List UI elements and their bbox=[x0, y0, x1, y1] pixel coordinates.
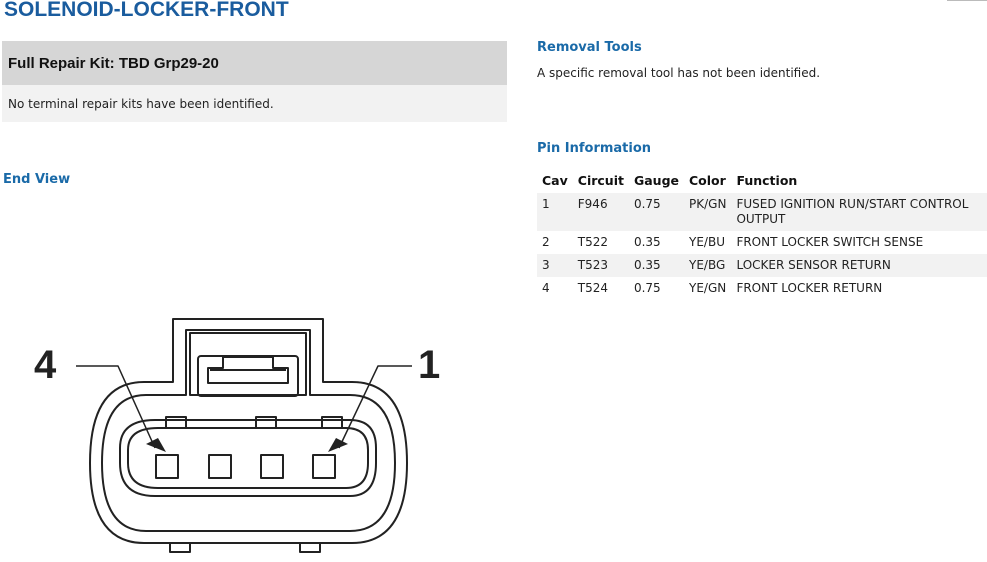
cell-circuit: T523 bbox=[572, 254, 629, 277]
footer-ribs bbox=[169, 543, 321, 553]
cell-color: YE/BG bbox=[684, 254, 732, 277]
cavity-label-1: 1 bbox=[418, 343, 440, 387]
cell-color: PK/GN bbox=[684, 193, 732, 231]
cavity-label-4: 4 bbox=[34, 343, 57, 387]
terminal-cavity-3 bbox=[208, 454, 232, 479]
terminal-cavity-1 bbox=[312, 454, 336, 479]
column-header-gauge: Gauge bbox=[633, 172, 679, 188]
repair-kit-header: Full Repair Kit: TBD Grp29-20 bbox=[2, 41, 507, 85]
cell-color: YE/BU bbox=[689, 235, 725, 249]
cell-gauge: 0.75 bbox=[628, 193, 684, 231]
repair-kit-message: No terminal repair kits have been identi… bbox=[2, 85, 507, 122]
cell-gauge: 0.35 bbox=[628, 254, 684, 277]
corner-divider bbox=[947, 0, 987, 1]
cavity-4-leader-arrow bbox=[76, 365, 156, 449]
cavity-4-arrowhead bbox=[146, 438, 166, 452]
cavity-1-arrowhead bbox=[328, 438, 348, 452]
cell-gauge: 0.35 bbox=[633, 235, 661, 249]
cell-function: LOCKER SENSOR RETURN bbox=[731, 254, 987, 277]
terminal-cavity-4 bbox=[155, 454, 179, 479]
cell-gauge: 0.75 bbox=[633, 281, 661, 295]
table-row: 4 T524 0.75 YE/GN FRONT LOCKER RETURN bbox=[537, 277, 987, 300]
cell-cav: 4 bbox=[542, 281, 550, 295]
removal-tools-heading: Removal Tools bbox=[537, 40, 642, 55]
column-header-circuit: Circuit bbox=[577, 172, 624, 188]
cell-color: YE/GN bbox=[689, 281, 727, 295]
cavity-1-leader-arrow bbox=[338, 365, 412, 449]
table-row: 2 T522 0.35 YE/BU FRONT LOCKER SWITCH SE… bbox=[537, 231, 987, 254]
end-view-heading: End View bbox=[3, 172, 71, 187]
cell-function: FRONT LOCKER SWITCH SENSE bbox=[736, 235, 924, 249]
table-row: 1 F946 0.75 PK/GN FUSED IGNITION RUN/STA… bbox=[537, 193, 987, 231]
latch-tab bbox=[207, 356, 289, 384]
column-header-color: Color bbox=[689, 172, 726, 188]
latch-frame-inner bbox=[197, 355, 299, 397]
cell-cav: 3 bbox=[537, 254, 573, 277]
column-header-function: Function bbox=[736, 172, 798, 188]
terminal-cavity-2 bbox=[260, 454, 284, 479]
column-header-cav: Cav bbox=[542, 172, 568, 188]
page-title: SOLENOID-LOCKER-FRONT bbox=[4, 0, 289, 21]
connector-end-view-diagram: 4 1 bbox=[34, 318, 440, 553]
terminal-face-inner bbox=[127, 427, 369, 489]
cell-function: FRONT LOCKER RETURN bbox=[736, 281, 883, 295]
connector-outer-shell bbox=[89, 318, 408, 544]
cell-cav: 1 bbox=[537, 193, 573, 231]
cell-circuit: F946 bbox=[572, 193, 629, 231]
terminal-face-outline bbox=[119, 419, 377, 497]
pin-information-table: Cav Circuit Gauge Color Function 1 F946 … bbox=[537, 167, 987, 300]
pin-information-heading: Pin Information bbox=[537, 141, 652, 156]
table-header-row: Cav Circuit Gauge Color Function bbox=[537, 167, 987, 193]
cell-cav: 2 bbox=[542, 235, 550, 249]
cell-circuit: T522 bbox=[577, 235, 608, 249]
cell-function: FUSED IGNITION RUN/START CONTROL OUTPUT bbox=[731, 193, 987, 231]
connector-inner-shell bbox=[101, 329, 396, 532]
table-row: 3 T523 0.35 YE/BG LOCKER SENSOR RETURN bbox=[537, 254, 987, 277]
latch-frame-outer bbox=[189, 332, 307, 396]
repair-kit-panel: Full Repair Kit: TBD Grp29-20 No termina… bbox=[2, 41, 507, 122]
key-notches bbox=[165, 416, 343, 428]
cell-circuit: T524 bbox=[577, 281, 608, 295]
removal-tools-message: A specific removal tool has not been ide… bbox=[537, 66, 821, 80]
